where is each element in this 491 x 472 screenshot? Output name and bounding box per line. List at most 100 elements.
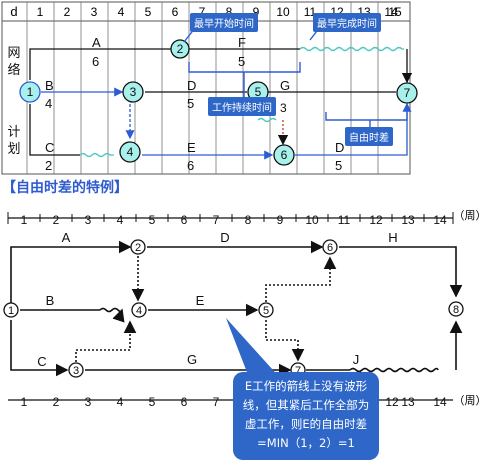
grid-col-2: 2 [64, 5, 71, 19]
scale-bottom-13: 13 [401, 395, 415, 409]
scale-top-13: 13 [401, 213, 415, 227]
bottom-activity-h: H [388, 230, 397, 245]
top-node-1-label: 1 [27, 85, 34, 99]
grid-col-8: 8 [226, 5, 233, 19]
scale-top-4: 4 [117, 213, 124, 227]
top-node-2-label: 2 [177, 42, 184, 56]
section-title: 【自由时差的特例】 [2, 180, 128, 196]
scale-top-5: 5 [149, 213, 156, 227]
scale-bottom-2: 2 [53, 395, 60, 409]
top-wave-f [299, 46, 404, 52]
grid-col-5: 5 [145, 5, 152, 19]
top-arrow-c [29, 104, 80, 156]
bottom-node-5 [258, 302, 274, 318]
scale-bottom-14: 14 [433, 395, 447, 409]
row-label-plan-2: 划 [7, 141, 20, 156]
top-node-7 [396, 82, 418, 104]
scale-top-12: 12 [369, 213, 383, 227]
top-activity-e-name: E [187, 140, 196, 155]
grid-col-9: 9 [253, 5, 260, 19]
top-activity-b-name: B [45, 78, 54, 93]
grid-col-3: 3 [91, 5, 98, 19]
top-node-6 [273, 144, 295, 166]
grid-col-4: 4 [118, 5, 125, 19]
top-node-3-label: 3 [130, 85, 137, 99]
scale-top-6: 6 [181, 213, 188, 227]
scale-top-14: 14 [433, 213, 447, 227]
grid-col-1: 1 [37, 5, 44, 19]
note-line-2: 线，但其紧后工作全部为 [242, 398, 370, 412]
top-node-4-label: 4 [127, 145, 134, 159]
top-activity-c-name: C [45, 140, 54, 155]
scale-top-11: 11 [338, 213, 351, 227]
scale-top-9: 9 [277, 213, 284, 227]
top-node-2 [170, 39, 190, 59]
bottom-node-4-label: 4 [136, 305, 142, 317]
bottom-activity-d: D [220, 230, 229, 245]
bottom-activity-g: G [187, 352, 197, 367]
bottom-node-3 [68, 362, 84, 378]
grid-col-15: 15 [388, 5, 402, 19]
bottom-node-1-label: 1 [8, 305, 14, 317]
row-label-net-2: 络 [7, 62, 20, 77]
scale-bottom-5: 5 [149, 395, 156, 409]
top-wave-c [79, 152, 114, 158]
bottom-node-6-label: 6 [327, 242, 333, 254]
scale-unit-top: （周） [454, 209, 487, 222]
top-activity-b-duration: 4 [45, 96, 52, 111]
bottom-activity-e: E [196, 293, 205, 308]
bottom-activity-a: A [62, 230, 71, 245]
scale-bottom-3: 3 [85, 395, 92, 409]
top-small-digit: 3 [280, 101, 287, 115]
bottom-dummy-5-7 [265, 320, 305, 362]
bottom-dummy-5-6 [265, 256, 337, 302]
bottom-node-5-label: 5 [263, 305, 269, 317]
bottom-node-2 [130, 239, 146, 255]
top-node-4 [119, 141, 141, 163]
bottom-activity-j: J [353, 352, 360, 367]
scale-bottom-1: 1 [21, 395, 28, 409]
top-arrow-d2 [295, 102, 412, 156]
callout-free-float: 自由时差 [345, 127, 393, 146]
callout-earliest-finish: 最早完成时间 [313, 13, 381, 32]
bottom-node-4 [131, 302, 147, 318]
note-line-1: E工作的箭线上没有波形 [244, 379, 368, 393]
scale-top-10: 10 [305, 213, 319, 227]
top-activity-d-duration: 5 [187, 96, 194, 111]
bottom-arrow-c [10, 320, 69, 377]
bottom-wave-b [99, 307, 125, 323]
top-activity-a-duration: 6 [92, 54, 99, 69]
bottom-node-2-label: 2 [135, 242, 141, 254]
bottom-arrow-a [10, 240, 132, 310]
top-node-5-label: 5 [255, 85, 262, 99]
note-line-3: 虚工作，则E的自由时差 [244, 417, 368, 431]
top-wave-5 [257, 117, 277, 123]
bottom-node-8 [448, 301, 464, 317]
top-activity-c-duration: 2 [45, 158, 52, 173]
callout-bracket-freefloat [325, 112, 408, 121]
top-node-6-label: 6 [281, 148, 288, 162]
bottom-wave-j [349, 367, 439, 373]
bottom-dummy-3-4 [75, 320, 137, 362]
scale-top-3: 3 [85, 213, 92, 227]
top-activity-e-duration: 6 [187, 158, 194, 173]
scale-top-2: 2 [53, 213, 60, 227]
top-activity-d2-duration: 5 [335, 158, 342, 173]
note-pointer [226, 318, 282, 380]
scale-bottom-7: 7 [213, 395, 220, 409]
grid-header-label: d [10, 4, 17, 19]
row-label-plan-1: 计 [7, 124, 20, 139]
bottom-node-7-label: 7 [295, 365, 301, 377]
scale-unit-bottom: （周） [454, 394, 487, 407]
bottom-node-3-label: 3 [73, 365, 79, 377]
scale-bottom-6: 6 [181, 395, 188, 409]
note-box: E工作的箭线上没有波形 线，但其紧后工作全部为 虚工作，则E的自由时差 =MIN… [233, 372, 379, 460]
top-activity-a-name: A [92, 35, 101, 50]
top-activity-f-name: F [238, 35, 246, 50]
top-activity-g-name: G [280, 78, 290, 93]
grid-col-14: 14 [384, 5, 398, 19]
bottom-activity-b: B [46, 293, 55, 308]
top-node-3 [122, 81, 144, 103]
note-line-4: =MIN（1，2）=1 [257, 436, 355, 450]
